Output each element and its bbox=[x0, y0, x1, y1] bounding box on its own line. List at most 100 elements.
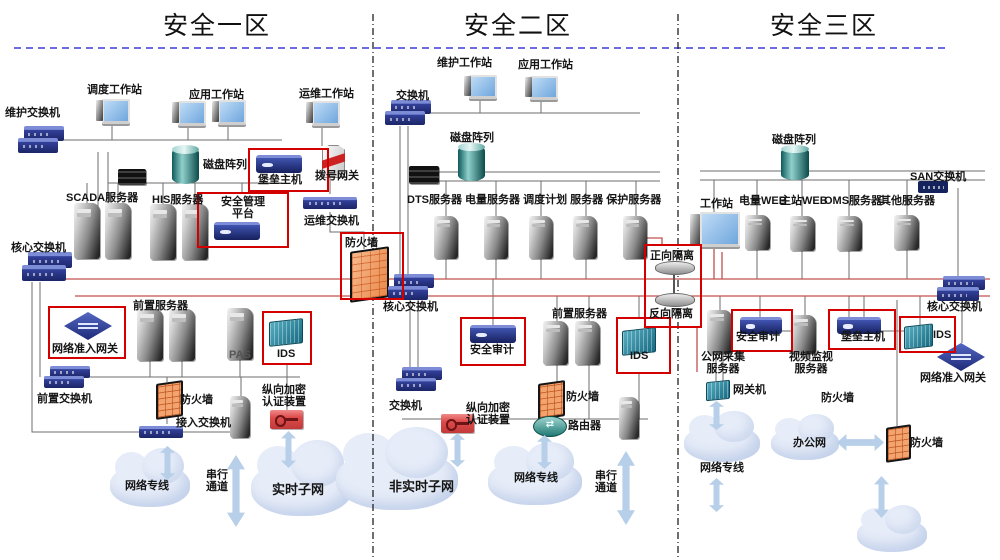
z1-ids-label: IDS bbox=[277, 348, 296, 360]
z2-app-workstation bbox=[525, 76, 558, 100]
z23-reverse-isolation-label: 反向隔离 bbox=[649, 308, 693, 320]
z3-gateway-device bbox=[706, 379, 730, 402]
z3-ev-web-label: 电量WEB bbox=[739, 195, 787, 207]
z3-other-server bbox=[894, 215, 919, 250]
z23-isolation-device bbox=[655, 261, 695, 307]
z3-core-switch-label: 核心交换机 bbox=[927, 301, 982, 313]
hl-z1-nac-gateway bbox=[48, 306, 126, 359]
z3-core-switch bbox=[937, 276, 985, 302]
z3-audit-appliance bbox=[740, 317, 782, 334]
z1-app-workstation-2 bbox=[212, 100, 247, 125]
z2-serial-server bbox=[619, 397, 639, 439]
hl-z2-ids bbox=[616, 317, 671, 374]
z2-front-server-label: 前置服务器 bbox=[552, 308, 607, 320]
z3-workstation-label: 工作站 bbox=[700, 198, 733, 210]
z3-ids-label: IDS bbox=[933, 329, 952, 341]
z2-app-ws-label: 应用工作站 bbox=[518, 59, 573, 71]
z1-bastion-appliance bbox=[256, 155, 302, 173]
hl-z3-bastion bbox=[828, 309, 896, 350]
z12-firewall-label: 防火墙 bbox=[345, 237, 378, 249]
z1-core-switch-label: 核心交换机 bbox=[11, 242, 66, 254]
z2-nonrealtime-subnet-label: 非实时子网 bbox=[389, 479, 455, 494]
z1-dispatch-workstation bbox=[96, 99, 131, 124]
z1-dispatch-ws-label: 调度工作站 bbox=[87, 84, 142, 96]
z1-scada-server-1 bbox=[74, 203, 100, 259]
z2-cloud-leased-line bbox=[488, 441, 582, 505]
z2-front-server-1 bbox=[543, 321, 568, 365]
z3-master-web-label: 主站WEB bbox=[780, 195, 828, 207]
z1-front-server-label: 前置服务器 bbox=[133, 300, 188, 312]
z1-firewall-label: 防火墙 bbox=[180, 394, 213, 406]
z2-server-2 bbox=[484, 216, 508, 259]
z1-scada-label: SCADA服务器 bbox=[66, 192, 139, 204]
z2-maint-workstation bbox=[464, 75, 497, 99]
z1-his-server-1 bbox=[150, 204, 176, 260]
z2-ids-label: IDS bbox=[630, 350, 649, 362]
z3-audit-label: 安全审计 bbox=[736, 331, 780, 343]
z1-ops-switch bbox=[303, 194, 357, 212]
z2-router-label: 路由器 bbox=[568, 420, 601, 432]
z3-gateway-machine-label: 网关机 bbox=[733, 384, 766, 396]
z1-ops-ws-label: 运维工作站 bbox=[299, 88, 354, 100]
z1-ops-switch-label: 运维交换机 bbox=[304, 215, 359, 227]
z2-switch-top bbox=[385, 100, 431, 126]
z2-disk-array bbox=[458, 142, 485, 181]
z1-serial-server bbox=[230, 396, 250, 438]
z1-disk-array bbox=[172, 144, 199, 184]
z1-firewall-device bbox=[156, 380, 183, 420]
z1-mgmt-appliance bbox=[214, 222, 260, 240]
z1-app-ws-label: 应用工作站 bbox=[189, 89, 244, 101]
z2-crypto-device bbox=[441, 414, 474, 433]
z1-serial-channel-label: 串行 通道 bbox=[206, 469, 228, 493]
z2-audit-appliance bbox=[470, 325, 516, 343]
z1-scada-server-2 bbox=[105, 203, 131, 259]
zone2-title: 安全二区 bbox=[464, 13, 573, 40]
z23-forward-isolation-label: 正向隔离 bbox=[650, 250, 694, 262]
zone1-title: 安全一区 bbox=[163, 13, 272, 40]
z2-server-4 bbox=[573, 216, 597, 259]
z2-switch-bottom bbox=[396, 367, 442, 392]
z3-firewall-float-label: 防火墙 bbox=[821, 392, 854, 404]
z2-crypto-label: 纵向加密 认证装置 bbox=[466, 402, 510, 426]
z3-firewall-device bbox=[886, 424, 911, 463]
hl-z23-isolation bbox=[644, 244, 702, 328]
z1-realtime-subnet-label: 实时子网 bbox=[272, 482, 325, 497]
z3-pubnet-collect-label: 公网采集 服务器 bbox=[701, 351, 745, 375]
z2-server-3 bbox=[529, 216, 553, 259]
z3-oms-label: OMS服务器 bbox=[824, 195, 883, 207]
z1-mgmt-platform-label: 安全管理 平台 bbox=[221, 196, 265, 220]
z1-cloud-realtime-subnet bbox=[251, 440, 352, 516]
z2-server-5 bbox=[623, 216, 647, 259]
z1-pas-label: PAS bbox=[229, 349, 251, 361]
hl-z1-bastion bbox=[248, 148, 329, 192]
z2-front-server-2 bbox=[575, 321, 600, 365]
z2-server-row-label: DTS服务器 电量服务器 调度计划 服务器 保护服务器 bbox=[407, 194, 662, 206]
z2-leased-line-label: 网络专线 bbox=[514, 472, 558, 484]
z1-front-switch-label: 前置交换机 bbox=[37, 393, 92, 405]
z1-nac-gateway-label: 网络准入网关 bbox=[52, 343, 118, 355]
z1-front-server-2 bbox=[169, 309, 195, 361]
z3-bastion-label: 堡垒主机 bbox=[841, 331, 885, 343]
z1-dial-gateway-label: 拨号网关 bbox=[315, 170, 359, 182]
z1-front-switch bbox=[44, 366, 90, 389]
z3-oms-server bbox=[837, 216, 862, 251]
z2-firewall-device bbox=[538, 380, 565, 420]
z3-master-web-server bbox=[790, 216, 815, 251]
z1-pas-server bbox=[227, 308, 253, 360]
z1-his-label: HIS服务器 bbox=[152, 194, 204, 206]
z2-server-1 bbox=[434, 216, 458, 259]
z3-disk-array-label: 磁盘阵列 bbox=[772, 134, 816, 146]
z2-cloud-nonrealtime-subnet bbox=[336, 427, 458, 510]
z3-leased-line-label: 网络专线 bbox=[700, 462, 744, 474]
hl-z12-firewall bbox=[340, 232, 404, 300]
z1-bastion-label: 堡垒主机 bbox=[258, 174, 302, 186]
z3-firewall-label: 防火墙 bbox=[910, 437, 943, 449]
z1-rack bbox=[118, 169, 146, 185]
z3-san-switch bbox=[918, 181, 948, 193]
z3-office-net-label: 办公网 bbox=[793, 437, 826, 449]
z3-nac-gateway-label: 网络准入网关 bbox=[920, 372, 986, 384]
z1-maint-switch-label: 维护交换机 bbox=[5, 107, 60, 119]
z1-crypto-device bbox=[270, 410, 303, 429]
